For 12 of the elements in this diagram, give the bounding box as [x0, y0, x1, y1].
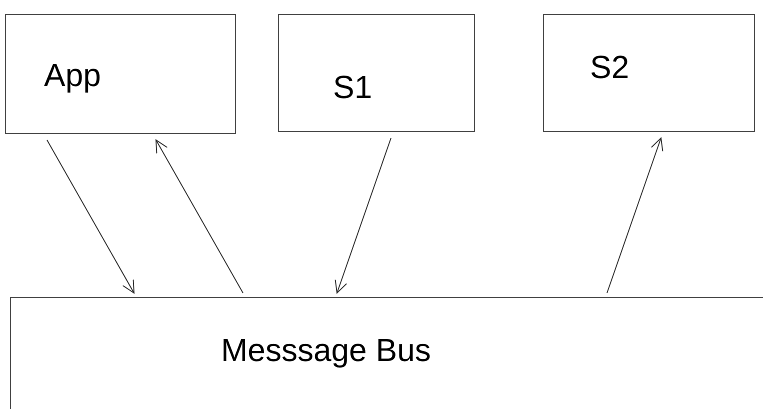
box-label: App — [44, 59, 101, 91]
process-box — [278, 14, 475, 132]
box-label: S1 — [333, 71, 372, 103]
box-label: S2 — [590, 51, 630, 83]
arrow — [156, 140, 244, 294]
arrow — [606, 138, 664, 294]
process-box — [543, 14, 755, 132]
process-box — [10, 297, 763, 409]
process-box — [5, 14, 236, 134]
box-label: Messsage Bus — [221, 334, 431, 366]
arrow — [334, 138, 392, 294]
arrow — [46, 140, 134, 294]
